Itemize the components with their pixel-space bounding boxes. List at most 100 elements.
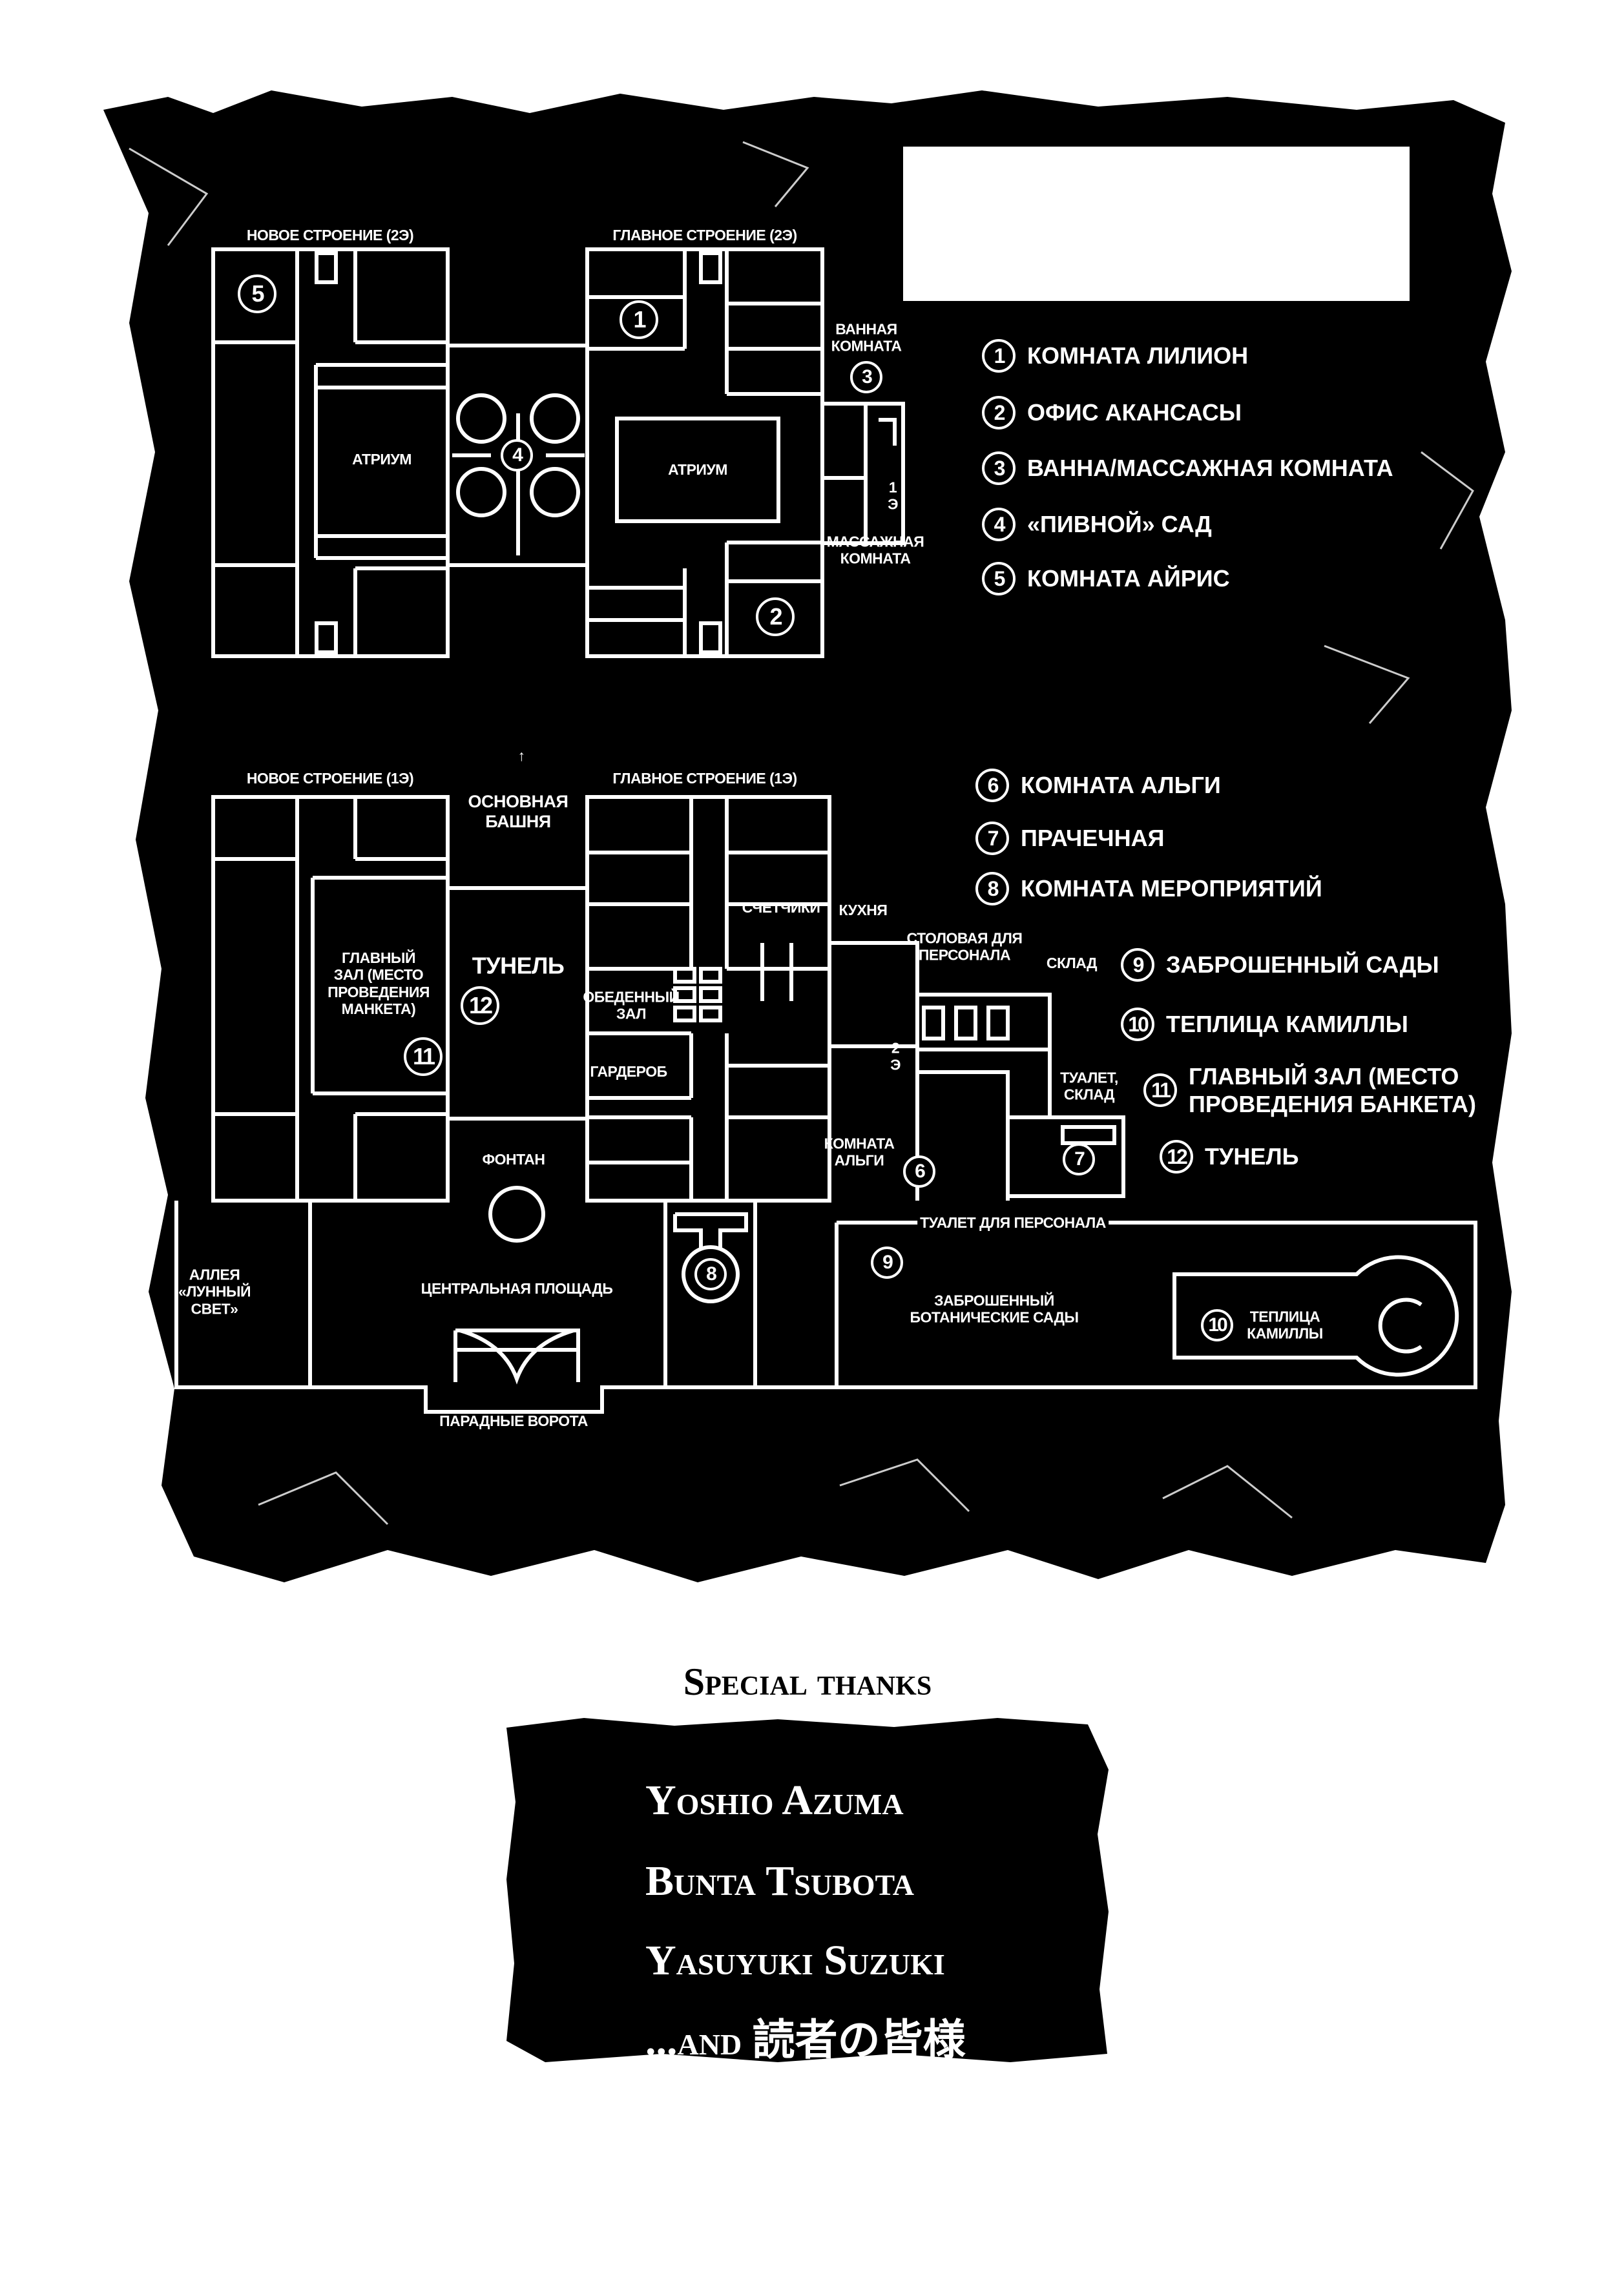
- legend-label: «ПИВНОЙ» САД: [1027, 511, 1212, 538]
- great-hall-label: ГЛАВНЫЙ ЗАЛ (МЕСТО ПРОВЕДЕНИЯ МАНКЕТА): [328, 949, 430, 1018]
- greenhouse-walls: [1172, 1255, 1459, 1377]
- legend-label: ПРАЧЕЧНАЯ: [1021, 825, 1165, 852]
- special-thanks-title: Special thanks: [683, 1660, 932, 1703]
- marker-7: 7: [1063, 1143, 1095, 1175]
- staff-dining-label: СТОЛОВАЯ ДЛЯ ПЕРСОНАЛА: [906, 929, 1023, 964]
- stairs-down-label: 1 Э: [888, 479, 898, 513]
- legend-item: 2 ОФИС АКАНСАСЫ: [982, 396, 1242, 429]
- legend-number: 5: [982, 562, 1016, 595]
- atrium-right-label: АТРИУМ: [668, 460, 727, 478]
- marker-1: 1: [620, 300, 658, 339]
- beer-garden-table: [530, 393, 580, 444]
- legend-label: КОМНАТА МЕРОПРИЯТИЙ: [1021, 875, 1322, 902]
- legend-number: 1: [982, 339, 1016, 373]
- legend-item: 11 ГЛАВНЫЙ ЗАЛ (МЕСТО ПРОВЕДЕНИЯ БАНКЕТА): [1143, 1062, 1476, 1118]
- legend-number: 2: [982, 396, 1016, 429]
- counters-label: СЧЕТЧИКИ: [742, 898, 820, 916]
- front-gate-doors: [453, 1329, 580, 1385]
- tunnel-label: ТУНЕЛЬ: [472, 952, 565, 979]
- legend-number: 11: [1143, 1073, 1177, 1108]
- legend-item: 8 КОМНАТА МЕРОПРИЯТИЙ: [975, 872, 1322, 905]
- front-gate-label: ПАРАДНЫЕ ВОРОТА: [439, 1412, 588, 1429]
- algi-room-label: КОМНАТА АЛЬГИ: [824, 1135, 895, 1169]
- beer-garden-table: [456, 467, 506, 517]
- marker-11: 11: [404, 1037, 443, 1076]
- lower-new-building-label: НОВОЕ СТРОЕНИЕ (1Э): [246, 769, 414, 787]
- greenhouse-label: ТЕПЛИЦА КАМИЛЛЫ: [1247, 1308, 1323, 1342]
- marker-6: 6: [903, 1155, 935, 1188]
- legend-label: КОМНАТА ЛИЛИОН: [1027, 342, 1249, 369]
- credit-name: Yasuyuki Suzuki: [645, 1937, 945, 1984]
- cloakroom-label: ГАРДЕРОБ: [590, 1062, 667, 1080]
- legend-label: ВАННА/МАССАЖНАЯ КОМНАТА: [1027, 455, 1393, 482]
- legend-item: 9 ЗАБРОШЕННЫЙ САДЫ: [1121, 948, 1439, 982]
- legend-number: 10: [1121, 1008, 1154, 1041]
- legend-item: 6 КОМНАТА АЛЬГИ: [975, 769, 1221, 802]
- legend-number: 12: [1160, 1140, 1193, 1174]
- legend-label: ЗАБРОШЕННЫЙ САДЫ: [1166, 951, 1439, 978]
- legend-item: 1 КОМНАТА ЛИЛИОН: [982, 339, 1248, 373]
- marker-2: 2: [756, 597, 795, 636]
- massage-room-label: МАССАЖНАЯ КОМНАТА: [826, 533, 924, 567]
- credits-names: Yoshio Azuma Bunta Tsubota Yasuyuki Suzu…: [506, 1718, 1109, 2064]
- kitchen-label: КУХНЯ: [839, 901, 888, 918]
- legend-label: ОФИС АКАНСАСЫ: [1027, 399, 1242, 426]
- legend-item: 12 ТУНЕЛЬ: [1160, 1140, 1299, 1174]
- abandoned-gardens-label: ЗАБРОШЕННЫЙ БОТАНИЧЕСКИЕ САДЫ: [910, 1292, 1079, 1326]
- upper-main-building-label: ГЛАВНОЕ СТРОЕНИЕ (2Э): [612, 226, 797, 243]
- legend-number: 8: [975, 872, 1009, 905]
- dining-hall-label: ОБЕДЕННЫЙ ЗАЛ: [583, 988, 680, 1022]
- central-square-label: ЦЕНТРАЛЬНАЯ ПЛОЩАДЬ: [421, 1279, 613, 1297]
- moonlight-alley-label: АЛЛЕЯ «ЛУННЫЙ СВЕТ»: [178, 1266, 251, 1318]
- bath-annex: [820, 402, 905, 545]
- beer-garden-table: [530, 467, 580, 517]
- toilet-storage-label: ТУАЛЕТ, СКЛАД: [1060, 1069, 1118, 1103]
- legend-label: ГЛАВНЫЙ ЗАЛ (МЕСТО ПРОВЕДЕНИЯ БАНКЕТА): [1189, 1063, 1477, 1118]
- credit-name: Yoshio Azuma: [645, 1777, 904, 1824]
- marker-5: 5: [238, 274, 276, 313]
- storage-label: СКЛАД: [1046, 954, 1098, 971]
- marker-10: 10: [1201, 1309, 1233, 1341]
- legend-label: ТУНЕЛЬ: [1205, 1143, 1299, 1170]
- lower-main-building-walls: [585, 795, 831, 1203]
- marker-9: 9: [871, 1246, 903, 1279]
- legend-label: КОМНАТА АЛЬГИ: [1021, 772, 1221, 799]
- staff-toilet-label: ТУАЛЕТ ДЛЯ ПЕРСОНАЛА: [917, 1214, 1109, 1232]
- legend-number: 3: [982, 451, 1016, 485]
- legend-item: 4 «ПИВНОЙ» САД: [982, 508, 1212, 541]
- legend-item: 5 КОМНАТА АЙРИС: [982, 562, 1230, 595]
- upper-new-building-walls: [211, 247, 450, 658]
- legend-item: 10 ТЕПЛИЦА КАМИЛЛЫ: [1121, 1008, 1408, 1041]
- bath-room-label: ВАННАЯ КОМНАТА: [831, 320, 902, 355]
- upper-new-building-label: НОВОЕ СТРОЕНИЕ (2Э): [246, 226, 414, 243]
- fountain-label: ФОНТАН: [482, 1150, 545, 1168]
- marker-3: 3: [850, 361, 882, 393]
- floor-plan: [0, 0, 1615, 1615]
- marker-4: 4: [501, 439, 533, 471]
- legend-label: КОМНАТА АЙРИС: [1027, 565, 1230, 592]
- blank-title-box: [903, 147, 1410, 301]
- tunnel-walls: [448, 886, 587, 1121]
- legend-number: 7: [975, 822, 1009, 855]
- beer-garden-table: [456, 393, 506, 444]
- torn-paper-background: [103, 90, 1512, 1582]
- north-arrow-icon: ↑: [517, 747, 526, 764]
- fountain-circle: [488, 1186, 545, 1243]
- credits-panel: [506, 1718, 1109, 2062]
- credit-name: Bunta Tsubota: [645, 1857, 915, 1905]
- main-tower-label: ОСНОВНАЯ БАШНЯ: [468, 791, 568, 831]
- atrium-left-label: АТРИУМ: [352, 450, 412, 468]
- legend-number: 9: [1121, 948, 1154, 982]
- upper-atrium-right: [615, 417, 780, 523]
- legend-number: 6: [975, 769, 1009, 802]
- lower-main-building-label: ГЛАВНОЕ СТРОЕНИЕ (1Э): [612, 769, 797, 787]
- credit-name: ...and 読者の皆様: [645, 2017, 966, 2064]
- marker-8: 8: [694, 1258, 727, 1290]
- stairs-up-label: 2 Э: [890, 1039, 901, 1073]
- legend-item: 3 ВАННА/МАССАЖНАЯ КОМНАТА: [982, 451, 1393, 485]
- legend-label: ТЕПЛИЦА КАМИЛЛЫ: [1166, 1011, 1408, 1038]
- legend-number: 4: [982, 508, 1016, 541]
- marker-12: 12: [461, 986, 499, 1025]
- greenhouse-dome: [1378, 1298, 1422, 1354]
